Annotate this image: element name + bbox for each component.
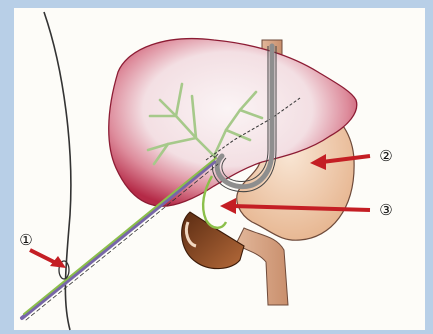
marker-3-label: ③ bbox=[379, 201, 392, 219]
marker-2-label: ② bbox=[379, 147, 392, 165]
marker-1-label: ① bbox=[19, 231, 32, 249]
